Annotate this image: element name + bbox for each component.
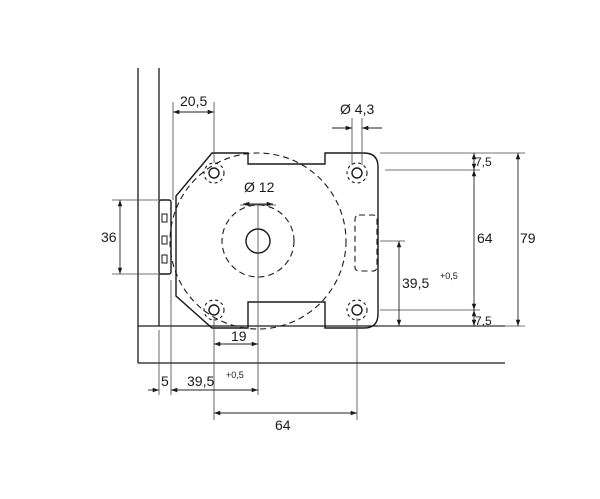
countersink-top-right — [346, 162, 368, 184]
label-39-5-bottom: 39,5 — [187, 373, 214, 389]
hidden-slot — [354, 214, 378, 272]
screw-hole-bottom-right — [351, 304, 363, 316]
hub-circle — [221, 204, 295, 278]
hidden-features — [169, 152, 378, 330]
label-20-5: 20,5 — [180, 93, 207, 109]
label-7-5-bottom: 7,5 — [475, 314, 492, 328]
label-5: 5 — [161, 373, 169, 389]
tolerance-bottom: +0,5 — [226, 370, 244, 380]
screw-hole-top-left — [208, 167, 220, 179]
label-bore-diameter: Ø 12 — [244, 179, 275, 195]
label-hole-diameter: Ø 4,3 — [340, 101, 374, 117]
label-36: 36 — [101, 229, 117, 245]
screw-hole-top-right — [351, 167, 363, 179]
wall-bracket-slot-top — [161, 213, 168, 223]
wall-bracket-slot-bottom — [161, 254, 168, 264]
extension-lines — [112, 102, 525, 420]
label-64-horizontal: 64 — [275, 417, 291, 433]
label-39-5-right: 39,5 — [402, 275, 429, 291]
wall-bracket-slot-middle — [161, 235, 168, 245]
dimension-lines — [117, 109, 521, 416]
screw-hole-bottom-left — [208, 304, 220, 316]
rotation-circle — [169, 152, 347, 330]
countersink-bottom-right — [346, 299, 368, 321]
label-79: 79 — [520, 230, 536, 246]
dimension-labels: 20,5 Ø 4,3 Ø 12 36 7,5 64 79 39,5 +0,5 7… — [101, 93, 536, 433]
wall-bracket — [158, 199, 172, 275]
label-64-vertical: 64 — [477, 230, 493, 246]
countersink-top-left — [203, 162, 225, 184]
countersink-bottom-left — [203, 299, 225, 321]
screw-holes — [203, 162, 368, 321]
tolerance-right: +0,5 — [440, 271, 458, 281]
mounting-plate — [175, 152, 379, 329]
label-19: 19 — [231, 328, 247, 344]
label-7-5-top: 7,5 — [475, 155, 492, 169]
